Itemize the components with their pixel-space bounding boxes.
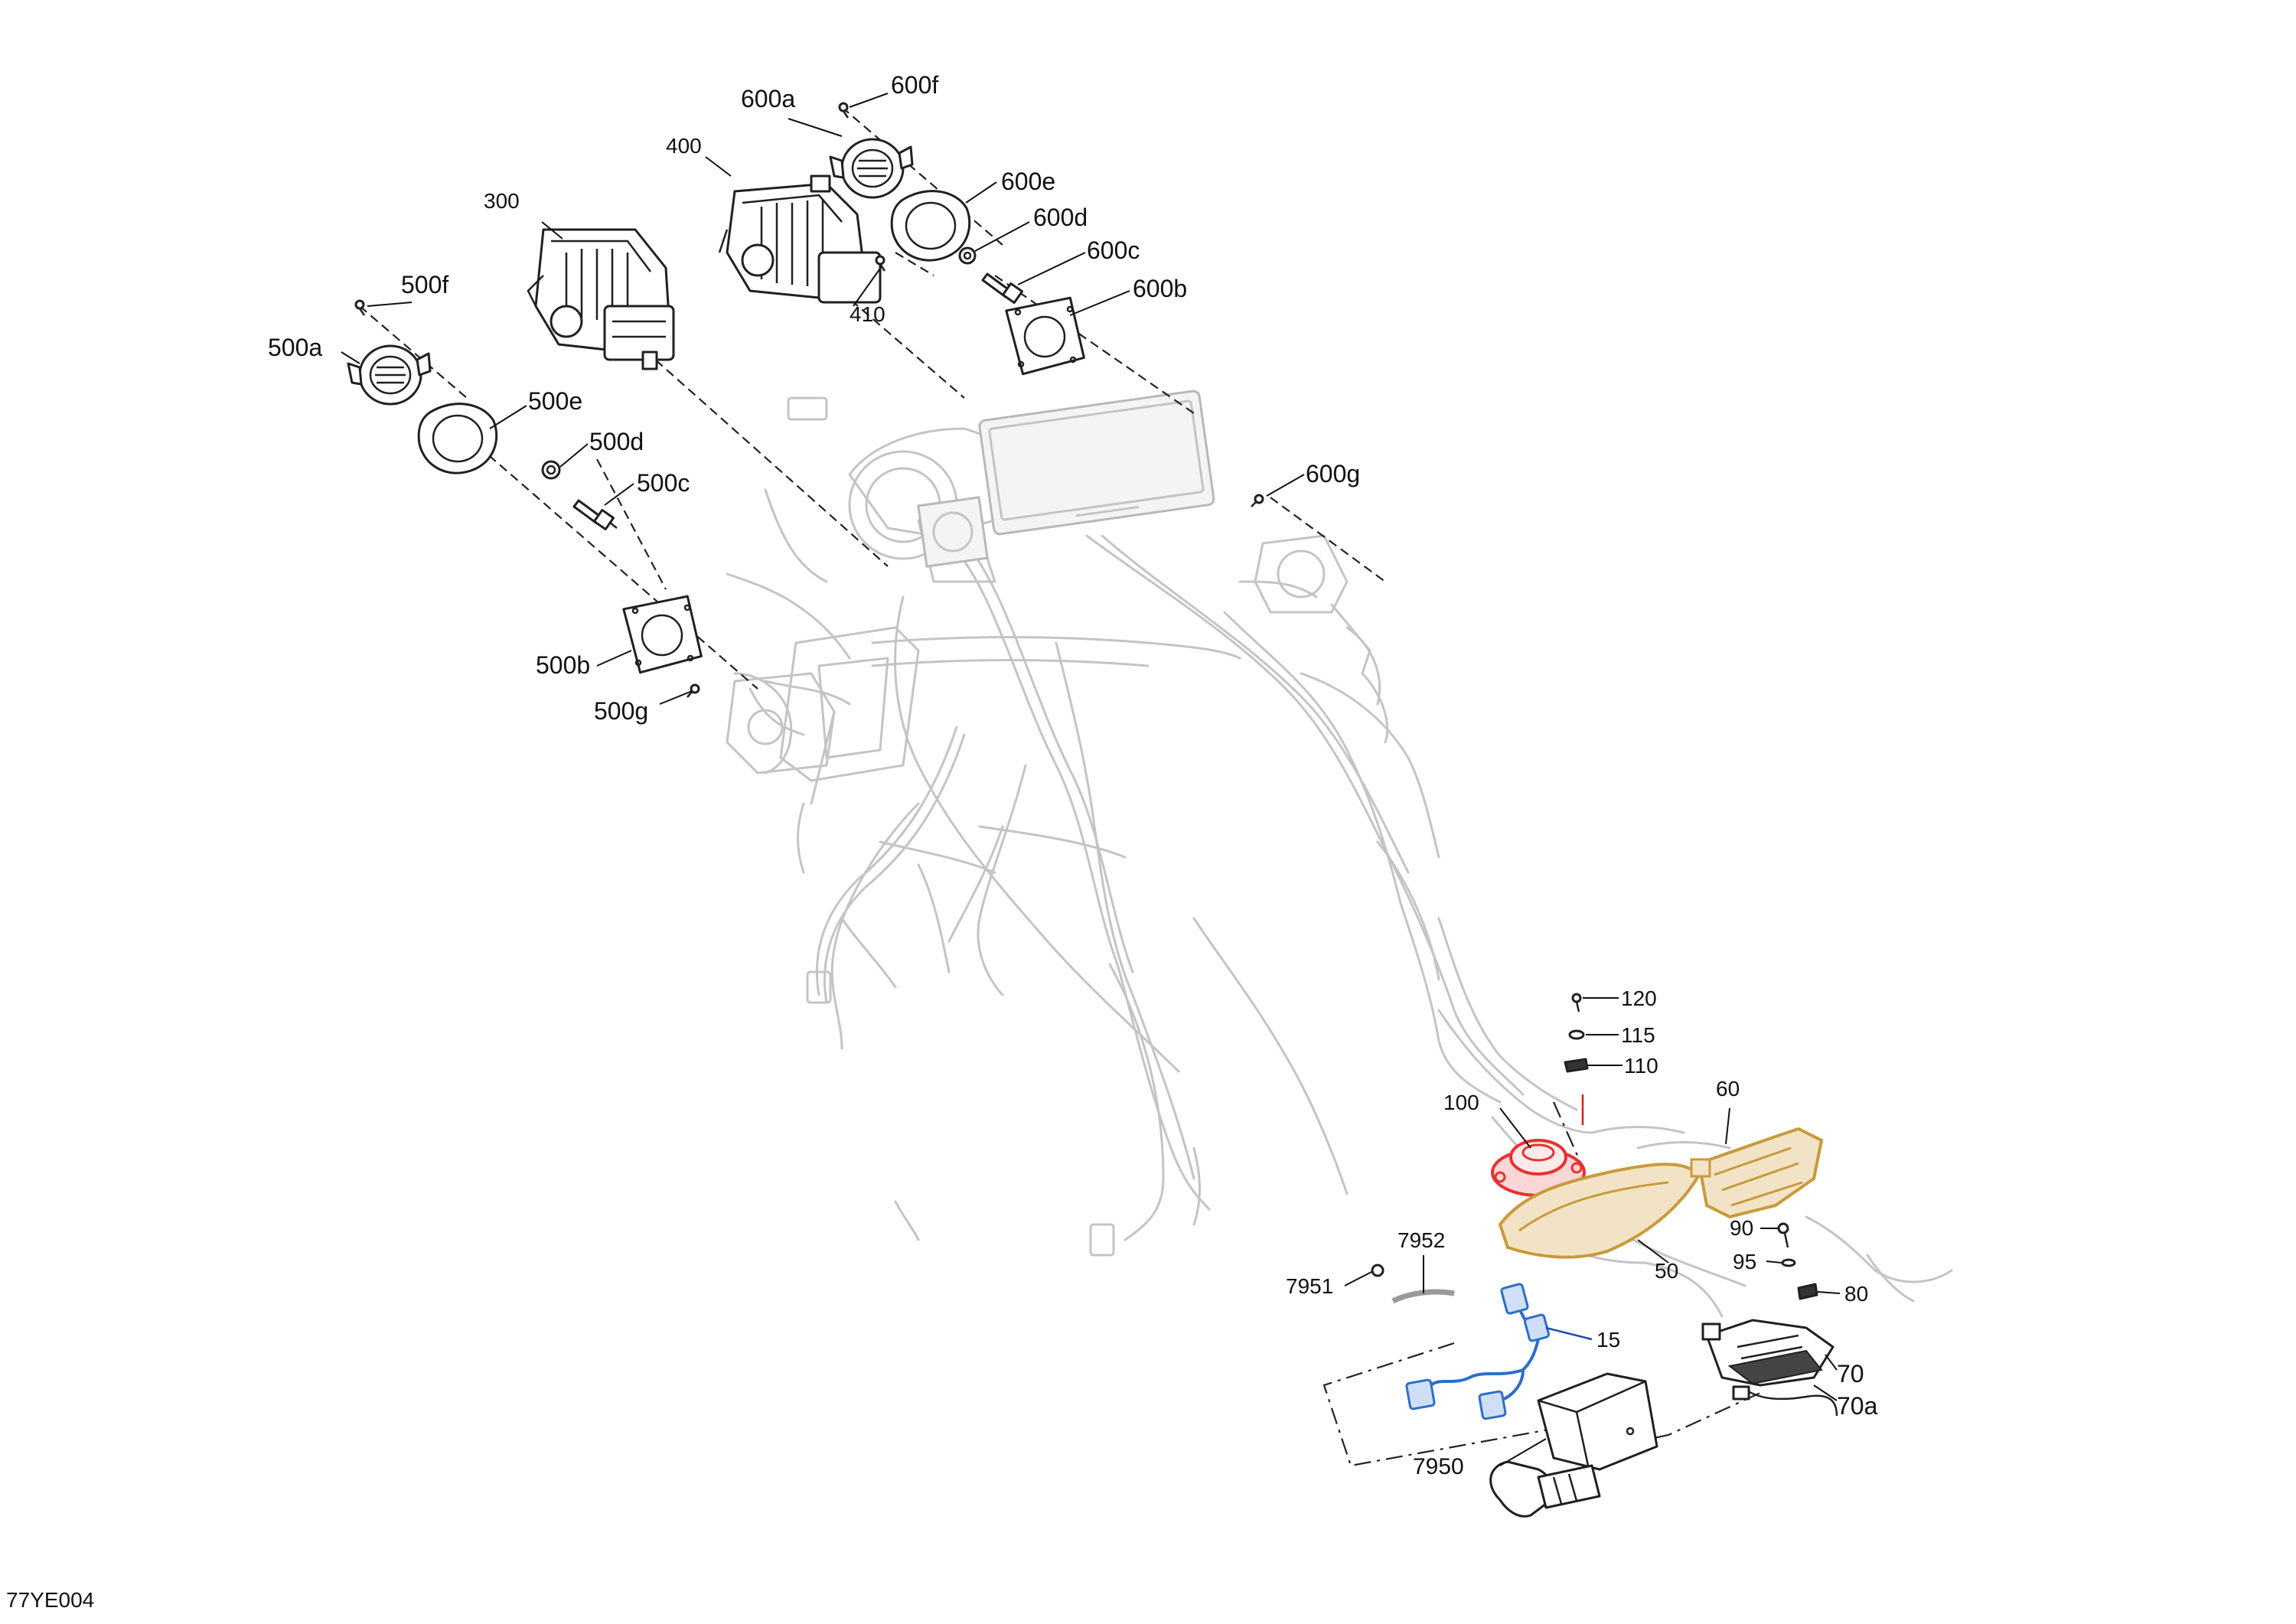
part-500g-screw xyxy=(687,683,700,698)
leader-lines xyxy=(341,93,1841,1466)
callout-500a: 500a xyxy=(268,334,322,361)
part-600g-screw xyxy=(1251,494,1264,507)
callout-410: 410 xyxy=(850,302,885,326)
ghost-wiring-harness xyxy=(726,534,1953,1318)
callout-600c: 600c xyxy=(1087,236,1140,264)
callout-110: 110 xyxy=(1624,1054,1658,1078)
part-500e-bezel xyxy=(417,403,498,474)
callout-70: 70 xyxy=(1837,1360,1864,1388)
reference-code: 77YE004 xyxy=(6,1588,94,1612)
callout-500e: 500e xyxy=(528,387,582,415)
callout-7951: 7951 xyxy=(1286,1274,1333,1298)
part-600d-nut xyxy=(958,246,977,265)
ghost-dashboard-structure xyxy=(726,390,1371,1257)
part-70-lamp-module xyxy=(1701,1319,1835,1387)
part-600e-bezel xyxy=(890,190,971,262)
callout-7950: 7950 xyxy=(1413,1454,1464,1479)
callout-80: 80 xyxy=(1844,1282,1868,1306)
callout-500d: 500d xyxy=(589,428,644,455)
part-15-harness xyxy=(1405,1283,1551,1420)
part-400-headlight-housing xyxy=(718,174,882,304)
part-600b-gasket xyxy=(1005,296,1085,376)
callout-95: 95 xyxy=(1733,1250,1756,1273)
callout-500f: 500f xyxy=(401,271,448,298)
part-600f-screw xyxy=(838,102,850,119)
callout-120: 120 xyxy=(1621,986,1657,1010)
part-80-clip xyxy=(1797,1283,1818,1300)
part-500d-nut xyxy=(541,460,561,480)
callout-600a: 600a xyxy=(741,85,795,113)
callout-600d: 600d xyxy=(1033,204,1088,231)
callout-60: 60 xyxy=(1716,1077,1740,1101)
callout-500c: 500c xyxy=(637,469,690,497)
callout-600f: 600f xyxy=(891,71,938,99)
part-500a-lamp xyxy=(347,344,432,406)
part-60-housing xyxy=(1690,1127,1824,1219)
part-7952-tie xyxy=(1391,1289,1455,1304)
callout-70a: 70a xyxy=(1837,1392,1878,1420)
part-7951-nut xyxy=(1371,1264,1384,1277)
part-600c-adjuster xyxy=(981,272,1024,305)
callout-600g: 600g xyxy=(1306,460,1360,488)
part-115-washer xyxy=(1568,1029,1585,1040)
part-70a-wire xyxy=(1732,1385,1838,1417)
callout-7952: 7952 xyxy=(1397,1228,1445,1252)
callout-600e: 600e xyxy=(1001,168,1055,195)
callout-500b: 500b xyxy=(536,651,590,679)
part-95-washer xyxy=(1781,1258,1796,1267)
part-120-screw xyxy=(1571,993,1582,1013)
callout-300: 300 xyxy=(484,189,520,213)
part-90-screw xyxy=(1777,1222,1789,1248)
part-500c-adjuster xyxy=(572,499,618,531)
callout-115: 115 xyxy=(1621,1023,1655,1047)
callout-400: 400 xyxy=(666,134,702,158)
callout-50: 50 xyxy=(1655,1259,1678,1283)
part-500b-gasket xyxy=(622,595,703,674)
callout-100: 100 xyxy=(1443,1091,1479,1114)
part-500f-screw xyxy=(354,299,366,316)
callout-15: 15 xyxy=(1596,1328,1620,1352)
part-7950-power-pack xyxy=(1489,1372,1658,1518)
callout-90: 90 xyxy=(1730,1216,1753,1240)
callout-500g: 500g xyxy=(594,697,648,725)
callout-labels: 300 400 410 500a 500b 500c 500d 500e 500… xyxy=(6,71,1878,1612)
part-110-clip xyxy=(1564,1058,1589,1073)
part-600a-lamp xyxy=(829,138,914,199)
callout-600b: 600b xyxy=(1133,275,1187,302)
part-300-headlight-housing xyxy=(527,228,675,370)
part-410-screw xyxy=(875,255,886,272)
